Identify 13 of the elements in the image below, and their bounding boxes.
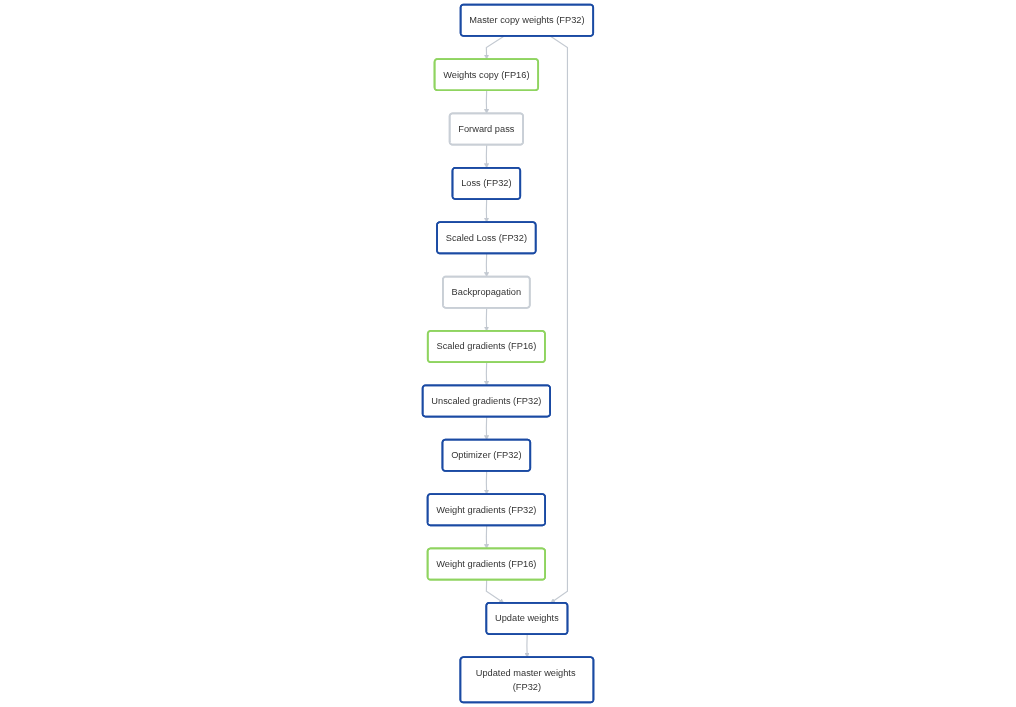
arrow	[483, 253, 490, 278]
arrow	[483, 416, 490, 441]
arrow	[483, 198, 490, 223]
arrow	[483, 307, 490, 332]
arrow	[483, 525, 490, 549]
arrow	[483, 35, 505, 60]
arrow	[485, 579, 505, 604]
arrow	[483, 144, 490, 169]
arrow	[549, 35, 568, 604]
arrow	[483, 90, 490, 114]
arrow	[483, 470, 490, 495]
arrow	[524, 633, 530, 658]
arrow	[483, 361, 490, 386]
